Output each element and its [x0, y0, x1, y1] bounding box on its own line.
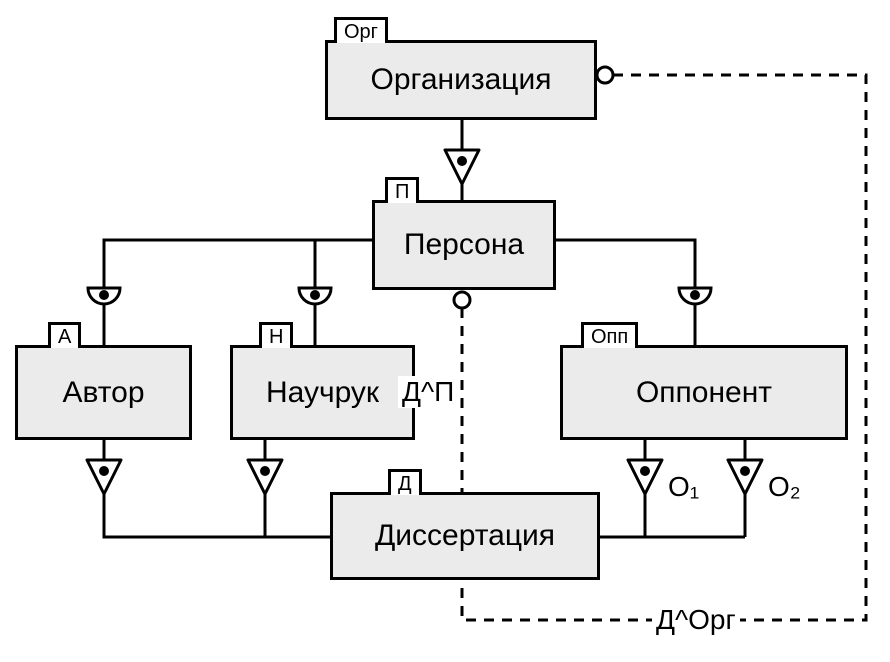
- entity-person: П Персона: [372, 177, 556, 290]
- edge-label-opponent-role-1: О₁: [664, 471, 704, 503]
- dashed-edges: [460, 73, 868, 622]
- entity-advisor-tag: Н: [259, 322, 294, 348]
- entity-person-tag: П: [385, 177, 420, 203]
- edge-label-opponent-role-2: О₂: [764, 471, 805, 503]
- cup-dot-icon: [297, 286, 333, 306]
- entity-organization: Орг Организация: [325, 17, 597, 120]
- entity-dissertation-label: Диссертация: [374, 519, 556, 552]
- solid-edges: [102, 120, 747, 539]
- entity-dissertation: Д Диссертация: [330, 469, 600, 580]
- entity-author: А Автор: [15, 322, 192, 440]
- entity-person-label: Персона: [403, 228, 525, 261]
- entity-dissertation-tag: Д: [388, 469, 422, 495]
- entity-advisor: Н Научрук: [230, 322, 415, 440]
- triangle-dot-icon: [246, 458, 284, 496]
- cup-dot-icon: [677, 286, 713, 306]
- edge-dashed-organization-dissertation: [460, 73, 868, 622]
- entity-advisor-label: Научрук: [265, 375, 380, 409]
- edge-label-dissertation-person: Д^П: [398, 376, 459, 408]
- edge-person-author: [102, 238, 372, 288]
- entity-organization-label: Организация: [370, 63, 552, 96]
- connector-circle-icon: [452, 290, 472, 310]
- edge-label-dissertation-organization: Д^Орг: [652, 604, 740, 636]
- connector-circle-icon: [595, 65, 615, 85]
- triangle-dot-icon: [85, 458, 123, 496]
- cup-dot-icon: [86, 286, 122, 306]
- triangle-dot-icon: [443, 148, 481, 186]
- edge-author-dissertation: [102, 494, 330, 539]
- entity-opponent: Опп Оппонент: [560, 322, 848, 440]
- entity-opponent-label: Оппонент: [635, 375, 773, 409]
- entity-organization-tag: Орг: [334, 17, 388, 43]
- entity-opponent-tag: Опп: [581, 322, 639, 348]
- entity-author-tag: А: [48, 322, 82, 348]
- edge-person-opponent: [556, 238, 697, 288]
- triangle-dot-icon: [626, 458, 664, 496]
- entity-author-label: Автор: [62, 375, 145, 409]
- triangle-dot-icon: [726, 458, 764, 496]
